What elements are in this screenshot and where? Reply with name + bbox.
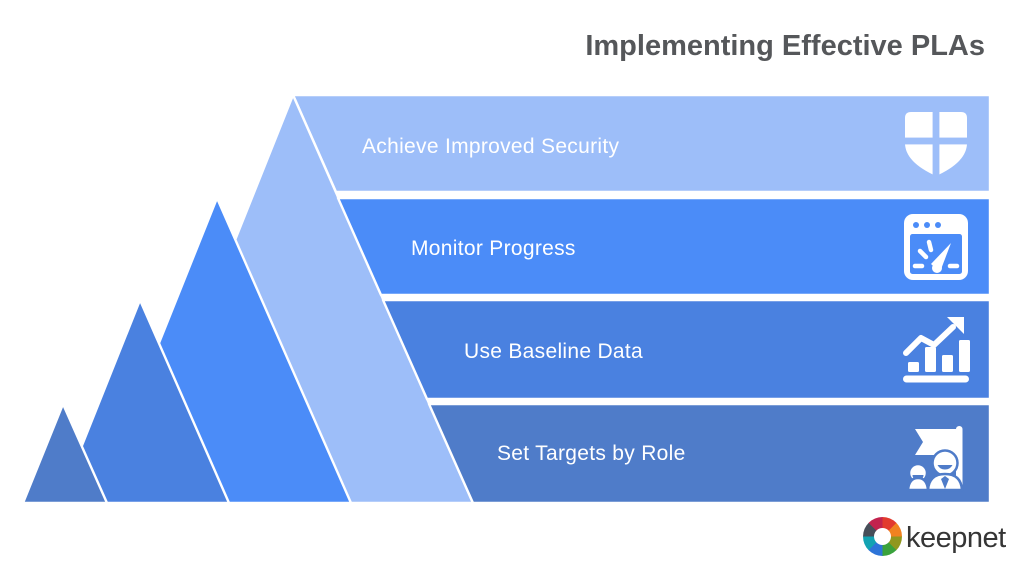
gauge-tick [926, 239, 934, 253]
person-body-small [906, 476, 930, 492]
trend-arrowhead [947, 317, 964, 334]
flag-banner [915, 429, 959, 455]
layer1-label: Achieve Improved Security [362, 135, 620, 158]
flag-pole [956, 426, 963, 490]
shield-cross-icon [903, 110, 969, 178]
growth-chart-icon [903, 317, 970, 383]
chart-bar [942, 355, 953, 372]
gauge-hub [932, 263, 942, 273]
gauge-tick [917, 248, 929, 260]
chart-baseline [903, 375, 969, 383]
keepnet-logo: keepnet [863, 516, 1006, 558]
window-dot [924, 222, 930, 228]
person-tie [941, 476, 949, 489]
chart-bar [959, 340, 970, 372]
window-dot [913, 222, 919, 228]
keepnet-wordmark: keepnet [906, 522, 1006, 554]
layer2-bar-shape [336, 196, 992, 297]
chart-bar [908, 362, 919, 372]
layer3-label: Use Baseline Data [464, 340, 644, 363]
page-title: Implementing Effective PLAs [585, 30, 985, 62]
gauge-window-icon [904, 214, 968, 280]
person-head-large [931, 449, 959, 477]
layer4-bar-shape [427, 402, 992, 505]
chart-bar [925, 347, 936, 372]
shield-cross-horizontal [903, 137, 969, 145]
trend-line [903, 324, 956, 356]
team-flag-icon [906, 426, 964, 492]
layer4-label: Set Targets by Role [497, 442, 686, 465]
person-smile-large [937, 465, 953, 470]
layer3-bar-shape [381, 298, 992, 401]
layer2-label: Monitor Progress [411, 237, 576, 260]
layer3-peak-shape [57, 298, 231, 505]
window-dot [935, 222, 941, 228]
keepnet-ring-icon [863, 517, 902, 556]
layer4-peak-shape [21, 402, 109, 505]
